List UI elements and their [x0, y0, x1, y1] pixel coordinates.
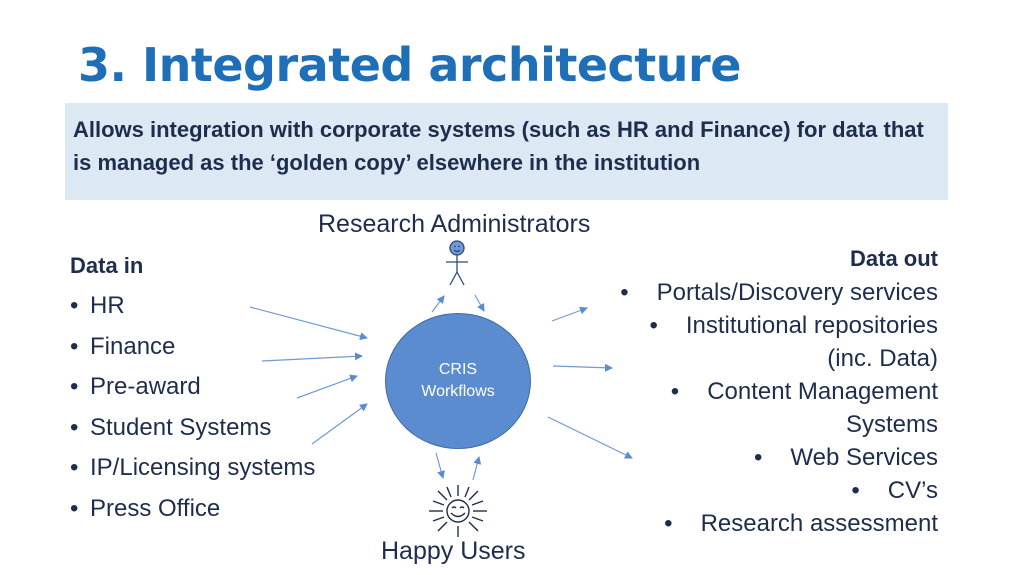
- smiling-sun-icon: [429, 485, 487, 537]
- list-item: •Institutional repositories(inc. Data): [649, 312, 938, 372]
- arrow-cris-to-admin: [431, 295, 445, 313]
- arrow-in-preaward: [296, 374, 358, 399]
- arrow-in-finance: [261, 352, 363, 362]
- stick-figure-icon: [446, 240, 468, 286]
- list-item: •HR: [70, 292, 125, 319]
- arrow-out-repositories: [552, 363, 613, 372]
- arrow-in-student: [311, 403, 368, 445]
- list-item: •Press Office: [70, 494, 221, 522]
- summary-banner: Allows integration with corporate system…: [65, 103, 948, 200]
- list-item: •Web Services: [753, 444, 938, 471]
- list-item: •IP/Licensing systems: [70, 454, 316, 481]
- happy-users-label: Happy Users: [381, 537, 526, 565]
- slide-title: 3. Integrated architecture: [78, 38, 741, 92]
- banner-text: Allows integration with corporate system…: [73, 117, 924, 175]
- list-item: •Pre-award: [70, 373, 201, 400]
- arrow-cris-to-users: [435, 452, 445, 479]
- arrow-admin-to-cris: [474, 294, 485, 312]
- list-item: •Finance: [70, 332, 176, 360]
- arrow-users-to-cris: [472, 456, 482, 481]
- workflows-label: Workflows: [421, 383, 495, 400]
- list-item: •Student Systems: [70, 413, 272, 441]
- data-in-heading: Data in: [70, 253, 144, 278]
- list-item: •Research assessment: [664, 510, 938, 537]
- arrow-out-cms: [547, 416, 633, 459]
- research-administrators-label: Research Administrators: [318, 210, 591, 238]
- cris-label: CRIS: [438, 361, 478, 378]
- list-item: •Portals/Discovery services: [620, 279, 938, 306]
- arrow-in-hr: [249, 306, 368, 341]
- data-out-list: •Portals/Discovery services •Institution…: [620, 276, 938, 540]
- data-in-list: •HR •Finance •Pre-award •Student Systems…: [70, 288, 315, 531]
- list-item: •CV’s: [851, 477, 938, 504]
- data-out-heading: Data out: [850, 246, 938, 271]
- cris-workflows-node: CRIS Workflows: [385, 313, 531, 449]
- arrow-out-portals: [551, 306, 588, 322]
